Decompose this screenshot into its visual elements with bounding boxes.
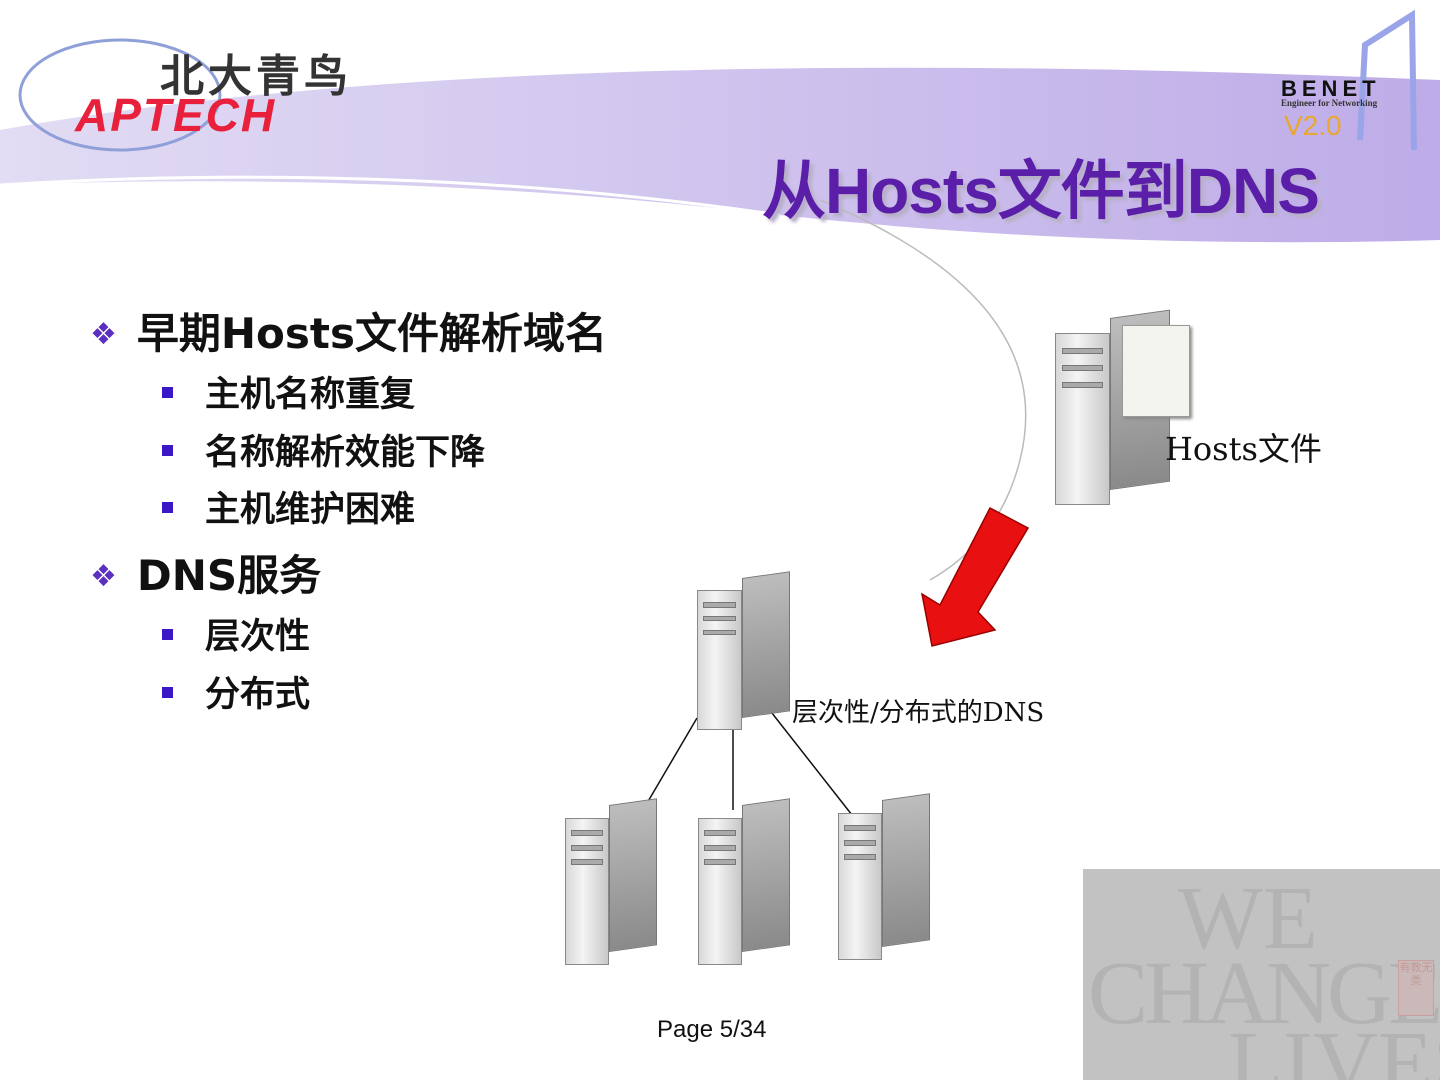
dns-label: 层次性/分布式的DNS [792,698,1045,728]
sub-bullet: 主机名称重复 [162,366,415,417]
logo-chinese: 北大青鸟 [160,51,352,102]
sub-bullet-text: 主机维护困难 [205,490,416,530]
link-line [642,717,698,811]
sub-bullet: 分布式 [162,666,310,717]
sub-bullet-text: 层次性 [205,617,311,657]
red-arrow-icon [920,506,1030,647]
watermark: WE CHANGE LIVES [1083,869,1440,1080]
logo-swoosh [18,38,222,152]
bullet-hosts: ❖ 早期Hosts文件解析域名 [90,300,607,361]
dns-root-server-icon [697,571,790,730]
bullet-dns: ❖ DNS服务 [90,542,321,603]
dns-child-server-icon [565,798,657,965]
square-bullet-icon [162,387,173,398]
square-bullet-icon [162,629,173,640]
link-line [767,707,853,816]
page-number: Page 5/34 [657,1016,767,1043]
bullet-text: DNS服务 [136,551,322,600]
square-bullet-icon [162,687,173,698]
sub-bullet: 主机维护困难 [162,481,415,532]
slide-title: 从Hosts文件到DNS [762,155,1320,227]
benet-logo-mark [1357,9,1417,151]
benet-version: V2.0 [1284,110,1342,141]
watermark-line: LIVES [1228,1014,1440,1080]
diamond-bullet-icon: ❖ [90,317,117,352]
hosts-file-icon [1122,325,1190,417]
sub-bullet-text: 分布式 [205,675,311,715]
dns-child-server-icon [698,798,790,965]
diamond-bullet-icon: ❖ [90,559,117,594]
square-bullet-icon [162,445,173,456]
seal-stamp: 有教无类 [1398,960,1434,1016]
sub-bullet-text: 主机名称重复 [205,375,416,415]
logo-english: APTECH [75,89,277,141]
sub-bullet: 名称解析效能下降 [162,424,485,475]
sub-bullet-text: 名称解析效能下降 [205,433,486,473]
sub-bullet: 层次性 [162,608,310,659]
benet-tagline: Engineer for Networking [1281,98,1378,108]
benet-logo: BENET [1281,76,1381,101]
dns-child-server-icon [838,793,930,960]
bullet-text: 早期Hosts文件解析域名 [136,309,607,358]
watermark-line: WE [1178,869,1318,968]
hosts-label: Hosts文件 [1165,430,1322,468]
hosts-server-icon [1055,309,1170,505]
watermark-line: CHANGE [1088,944,1440,1043]
square-bullet-icon [162,502,173,513]
